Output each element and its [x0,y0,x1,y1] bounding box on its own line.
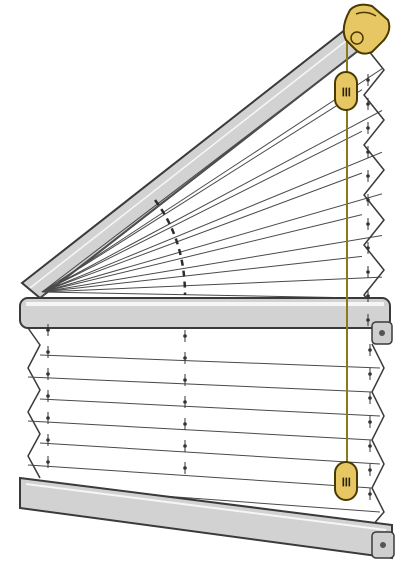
fan-pleat-line [41,193,383,293]
upper-fabric-edge [363,44,385,321]
fan-pleat-line [41,151,383,293]
fan-pleats [41,47,383,299]
lower-pleat-line [39,398,381,417]
fan-pleat-line [41,235,383,293]
top-bracket-icon [342,3,391,55]
upper-handle-label: ≡ [338,86,354,98]
lower-pleat-line [39,442,381,465]
lower-pleat-line [27,420,373,441]
fan-pleat-line [41,110,383,293]
middle-rail [19,297,393,345]
lower-fabric-right-edge [371,343,385,527]
lower-pleat-line [27,464,373,489]
fan-pleat-line [41,89,363,293]
lower-pleat-line [39,354,381,369]
tilt-guide-arc [153,199,187,296]
lower-handle-icon[interactable]: ≡ [334,461,358,501]
fan-pleat-line [41,68,383,293]
lower-handle-label: ≡ [338,476,354,488]
sloped-top-rail [20,20,374,300]
lower-pleat-line [27,376,373,393]
cord-holes [46,74,372,500]
upper-handle-icon[interactable]: ≡ [334,71,358,111]
fan-pleat-line [41,276,383,293]
fan-pleat-line [41,172,363,293]
bottom-rail [19,476,395,560]
fan-pleat-line [41,214,363,293]
fan-pleat-line [41,255,363,293]
fan-pleat-line [41,47,363,293]
fan-pleat-line [41,130,363,293]
lower-fabric-left-edge [27,327,41,479]
